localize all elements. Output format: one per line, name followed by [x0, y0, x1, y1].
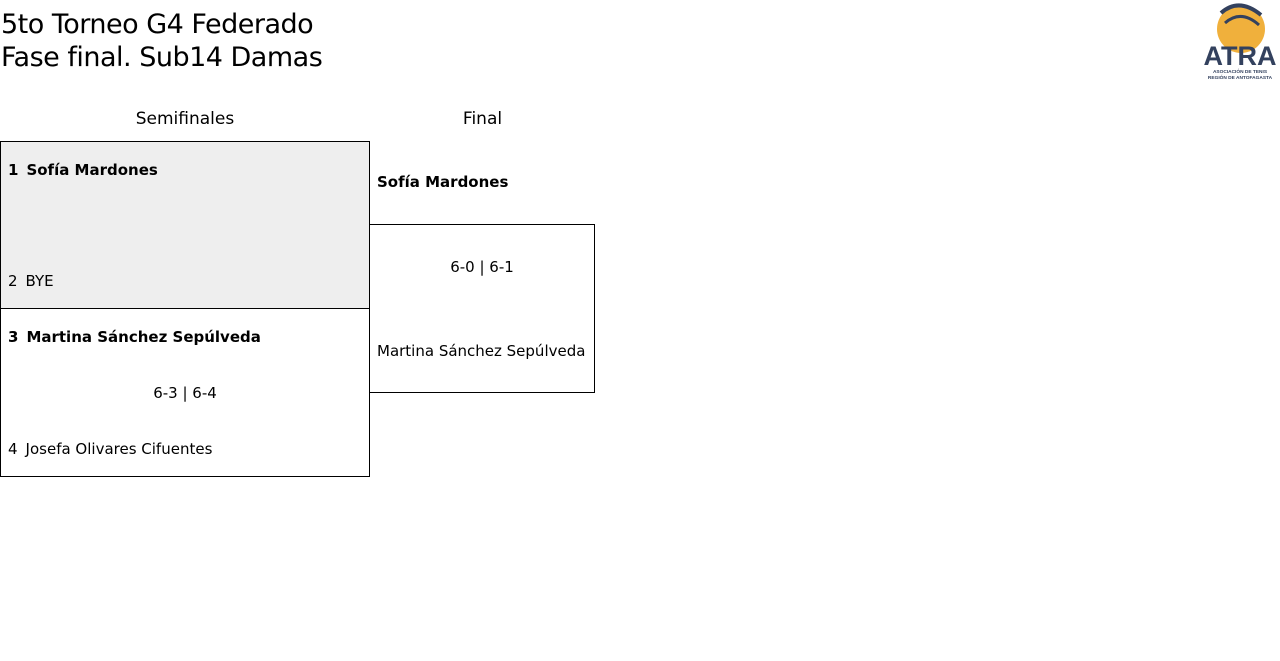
- logo-text: ATRA: [1204, 41, 1277, 71]
- seed-1: 1: [8, 161, 19, 179]
- player-name: Martina Sánchez Sepúlveda: [26, 328, 261, 346]
- seed-2: 2: [8, 272, 18, 290]
- svg-text:REGIÓN DE ANTOFAGASTA: REGIÓN DE ANTOFAGASTA: [1208, 73, 1273, 81]
- match-1-bottom-player: 2 BYE: [8, 272, 54, 290]
- semifinal-match-2: 3 Martina Sánchez Sepúlveda 6-3 | 6-4 4 Jo…: [0, 308, 370, 477]
- match-2-top-player: 3 Martina Sánchez Sepúlveda: [8, 328, 261, 346]
- semifinal-match-1: 1 Sofía Mardones 2 BYE: [0, 141, 370, 309]
- title-line-2: Fase final. Sub14 Damas: [1, 42, 323, 73]
- seed-4: 4: [8, 440, 18, 458]
- player-name: BYE: [25, 272, 54, 290]
- player-name: Josefa Olivares Cifuentes: [25, 440, 213, 458]
- match-2-score: 6-3 | 6-4: [153, 384, 217, 402]
- atra-logo: ATRA ASOCIACIÓN DE TENIS REGIÓN DE ANTOF…: [1204, 3, 1277, 81]
- final-match: 6-0 | 6-1 Martina Sánchez Sepúlveda: [369, 224, 595, 393]
- final-runner-up: Martina Sánchez Sepúlveda: [377, 342, 586, 360]
- column-header-semifinales: Semifinales: [135, 109, 235, 129]
- column-header-final: Final: [462, 109, 503, 129]
- final-winner: Sofía Mardones: [377, 173, 509, 191]
- match-1-top-player: 1 Sofía Mardones: [8, 161, 158, 179]
- page-title: 5to Torneo G4 Federado Fase final. Sub14…: [1, 8, 323, 74]
- title-line-1: 5to Torneo G4 Federado: [1, 9, 314, 40]
- final-score: 6-0 | 6-1: [450, 258, 514, 276]
- svg-text:ASOCIACIÓN DE TENIS: ASOCIACIÓN DE TENIS: [1213, 67, 1268, 75]
- match-2-bottom-player: 4 Josefa Olivares Cifuentes: [8, 440, 212, 458]
- seed-3: 3: [8, 328, 19, 346]
- player-name: Sofía Mardones: [26, 161, 158, 179]
